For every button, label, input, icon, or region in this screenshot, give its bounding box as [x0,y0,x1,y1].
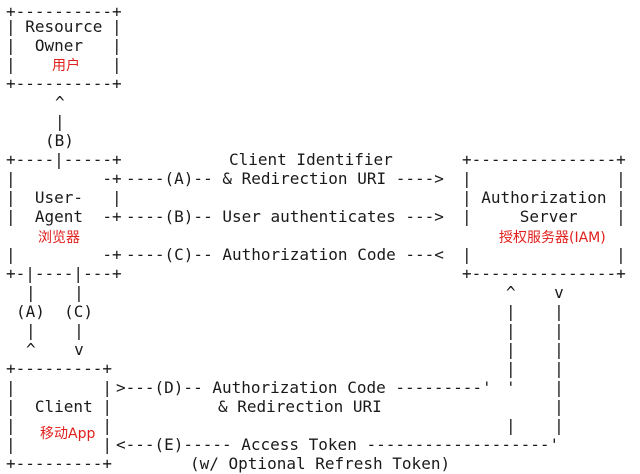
flow-a-arrow: ----(A)-- & Redirection URI ----> [126,169,444,188]
flow-e-arrow: <---(E)----- Access Token --------------… [116,435,560,454]
auth-server-line-3: | Server | [462,207,626,226]
auth-server-line-5: | | [462,245,626,264]
client-bottom-border: +---------+ [6,454,112,473]
flow-d-arrow: >---(D)-- Authorization Code ---------' [116,378,492,397]
user-agent-top-border: +----|-----+ [6,150,122,169]
resource-owner-bottom-border: +----------+ [6,74,122,93]
right-link-row-3: | | [506,321,564,340]
user-agent-cn-label: 浏览器 [38,230,80,246]
resource-owner-line-3: | | [6,55,122,74]
client-cn-label: 移动App [40,426,96,442]
flow-c-arrow: ----(C)-- Authorization Code ---< [126,245,444,264]
right-link-row-2: | | [506,302,564,321]
left-link-row-1: | | [26,283,84,302]
right-link-row-7: | | [506,416,564,435]
left-link-row-3: | | [26,321,84,340]
user-agent-line-1: | -+ [6,169,122,188]
resource-owner-line-1: | Resource | [6,17,122,36]
user-agent-line-3: | Agent -+ [6,207,122,226]
right-link-row-1: ^ v [506,283,564,302]
client-top-border: +---------+ [6,359,112,378]
flow-d-sub: & Redirection URI [218,397,382,416]
client-line-4: | | [6,435,112,454]
client-line-3: | | [6,416,112,435]
auth-server-bottom-border: +---------------+ [462,264,626,283]
left-link-row-2: (A) (C) [16,302,94,321]
auth-server-cn-label: 授权服务器(IAM) [499,230,606,246]
auth-server-line-2: | Authorization | [462,188,626,207]
left-link-row-4: ^ v [26,340,84,359]
resource-owner-cn-label: 用户 [52,58,80,74]
right-link-row-5: | | [506,359,564,378]
client-line-1: | | [6,378,112,397]
resource-owner-top-border: +----------+ [6,2,122,21]
user-agent-line-5: | -+ [6,245,122,264]
right-link-row-4: | | [506,340,564,359]
flow-e-sub: (w/ Optional Refresh Token) [190,454,451,473]
right-link-row-9: | [506,397,564,416]
flow-a-title: Client Identifier [229,150,393,169]
resource-owner-line-2: | Owner | [6,36,122,55]
resource-owner-stem: | [55,112,65,131]
client-line-2: | Client | [6,397,112,416]
step-b-label: (B) [45,131,74,150]
auth-server-line-1: | | [462,169,626,188]
flow-b-arrow: ----(B)-- User authenticates ---> [126,207,444,226]
user-agent-bottom-border: +-|----|---+ [6,264,122,283]
user-agent-line-2: | User- | [6,188,122,207]
right-link-row-8: ' | [506,378,564,397]
auth-server-top-border: +---------------+ [462,150,626,169]
resource-owner-caret: ^ [55,93,65,112]
